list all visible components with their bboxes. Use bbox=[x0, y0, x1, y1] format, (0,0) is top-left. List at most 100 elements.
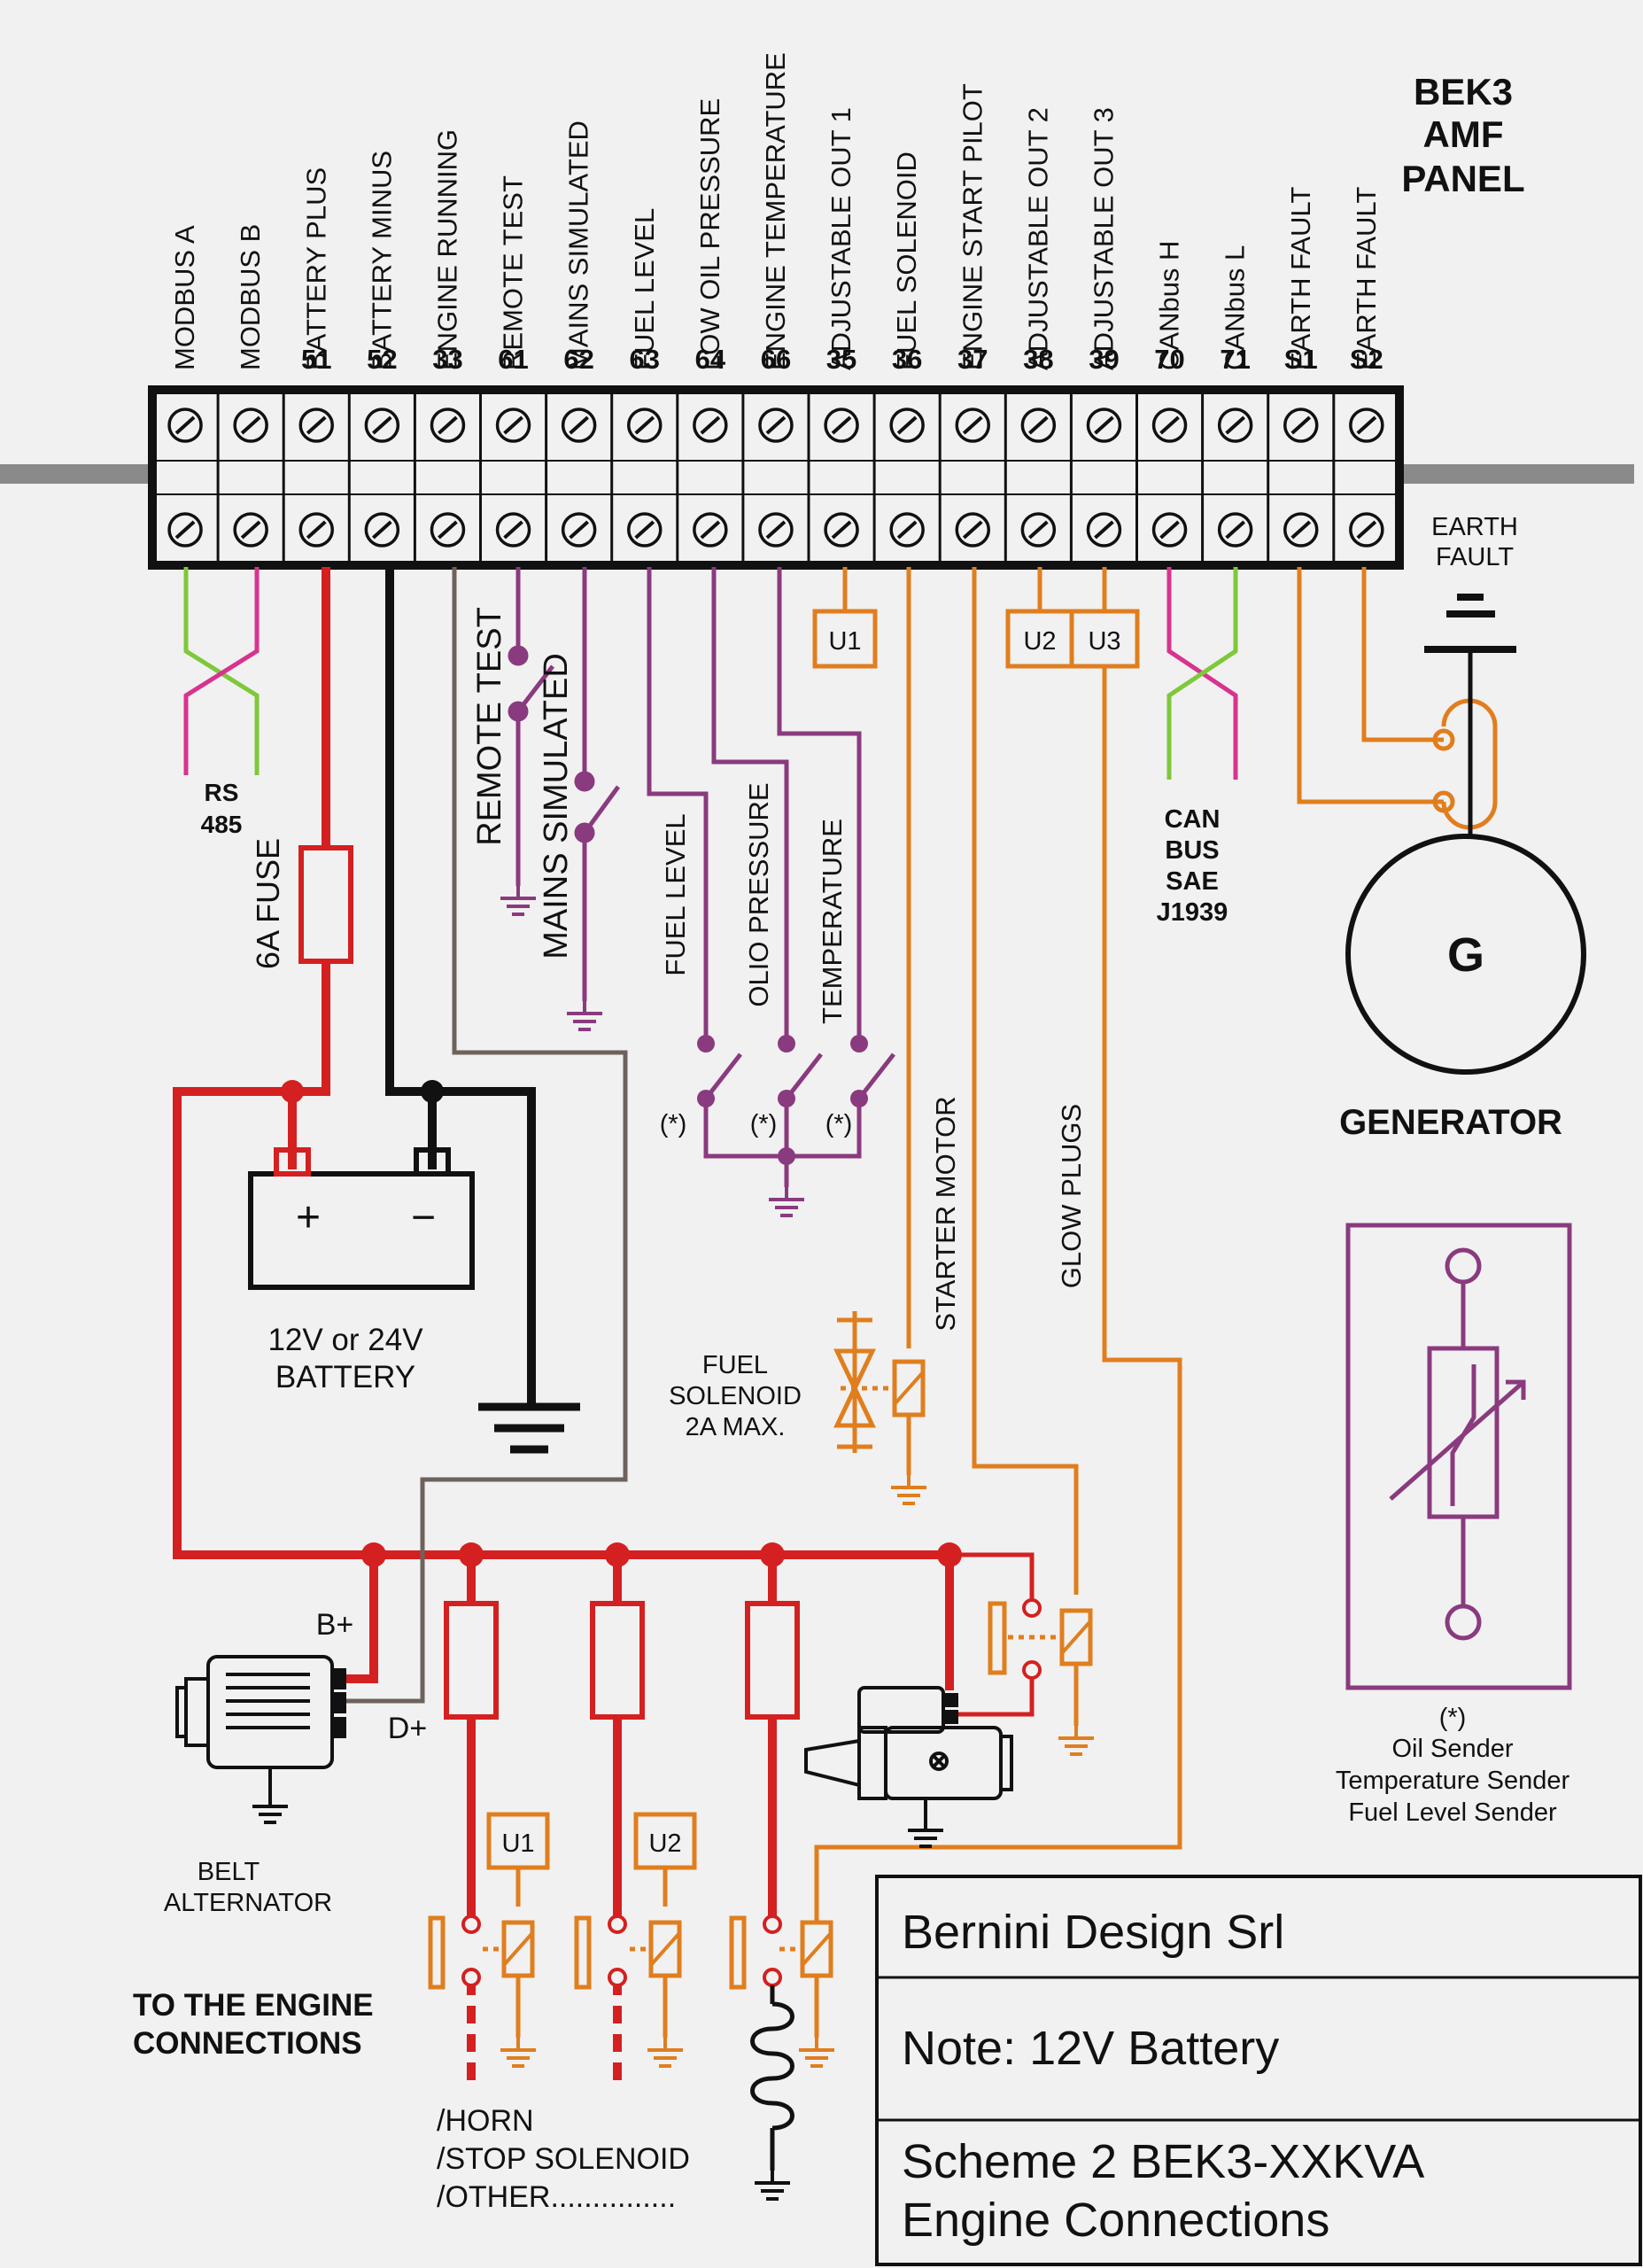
title-note: Note: 12V Battery bbox=[902, 2022, 1279, 2075]
terminal-screw bbox=[495, 408, 531, 443]
terminal-screw bbox=[298, 512, 335, 548]
fuel-solenoid-label: FUEL bbox=[702, 1351, 768, 1379]
contact bbox=[1022, 1660, 1042, 1680]
terminal-label: CANbus L bbox=[1220, 245, 1251, 370]
starter-motor-label: STARTER MOTOR bbox=[930, 1096, 961, 1331]
terminal-label: CANbus H bbox=[1154, 241, 1185, 370]
u3-label: U3 bbox=[1088, 627, 1120, 656]
panel-title-line: BEK3 bbox=[1414, 71, 1513, 113]
earth-fault-label: FAULT bbox=[1436, 543, 1514, 571]
terminal-number: 33 bbox=[432, 344, 462, 375]
terminal-number: 66 bbox=[761, 344, 791, 375]
terminal-label: REMOTE TEST bbox=[498, 175, 529, 370]
terminal-screw bbox=[495, 512, 531, 548]
sender-mark: (*) bbox=[750, 1110, 778, 1138]
output-fuses bbox=[444, 1601, 800, 1720]
terminal-label: ENGINE START PILOT bbox=[957, 83, 988, 370]
terminal-screw bbox=[1348, 512, 1384, 548]
sender-mark: (*) bbox=[825, 1110, 853, 1138]
fuel-level-label: FUEL LEVEL bbox=[660, 813, 691, 975]
terminal-label: ADJUSTABLE OUT 3 bbox=[1088, 107, 1119, 370]
sender-legend-text: Temperature Sender bbox=[1336, 1767, 1570, 1795]
sender-contacts bbox=[697, 1035, 868, 1165]
terminal-label: BATTERY PLUS bbox=[300, 167, 331, 370]
fuel-solenoid-label: SOLENOID bbox=[669, 1382, 802, 1410]
remote-test-switch bbox=[500, 567, 554, 914]
glow-plugs-label: GLOW PLUGS bbox=[1056, 1104, 1087, 1288]
terminal-number: 52 bbox=[367, 344, 397, 375]
generator-symbol-label: G bbox=[1447, 928, 1484, 982]
u1-label: U1 bbox=[828, 627, 861, 656]
engine-connections-label: CONNECTIONS bbox=[133, 2026, 362, 2061]
terminal-screw bbox=[824, 408, 860, 443]
battery-label: BATTERY bbox=[275, 1360, 415, 1394]
terminal-screw bbox=[692, 512, 728, 548]
terminal-number: 35 bbox=[826, 344, 856, 375]
sender-legend-text: Oil Sender bbox=[1391, 1735, 1513, 1763]
u1-box: U1 bbox=[812, 567, 878, 669]
terminal-screw bbox=[1086, 408, 1122, 443]
terminal-screw bbox=[626, 408, 663, 443]
terminal-screw bbox=[889, 512, 926, 548]
output-relays bbox=[428, 1812, 834, 2066]
terminal-label: LOW OIL PRESSURE bbox=[694, 98, 725, 370]
canbus-label: SAE bbox=[1166, 867, 1219, 896]
terminal-screw bbox=[1020, 408, 1057, 443]
relay-u2-label: U2 bbox=[648, 1829, 681, 1858]
battery-minus-wire bbox=[385, 567, 536, 1404]
temperature-label: TEMPERATURE bbox=[817, 819, 848, 1024]
output-label: /HORN bbox=[437, 2104, 534, 2138]
alternator-label: BELT bbox=[198, 1858, 260, 1886]
output-dashes bbox=[467, 1977, 622, 2091]
terminal-number: S1 bbox=[1284, 344, 1318, 375]
terminal-label: FUEL LEVEL bbox=[629, 208, 660, 370]
sender-legend-text: Fuel Level Sender bbox=[1348, 1798, 1557, 1827]
terminal-screw bbox=[233, 512, 269, 548]
terminal-screw bbox=[1283, 512, 1319, 548]
terminal-screw bbox=[824, 512, 860, 548]
alternator-d-plus: D+ bbox=[388, 1712, 427, 1745]
engine-connections-label: TO THE ENGINE bbox=[133, 1988, 374, 2023]
u2-label: U2 bbox=[1023, 627, 1056, 656]
terminal-number: 64 bbox=[695, 344, 726, 375]
terminal-screw bbox=[298, 408, 335, 443]
battery: + − bbox=[248, 1147, 475, 1290]
terminal-screw bbox=[1151, 512, 1188, 548]
terminal-number: 36 bbox=[892, 344, 922, 375]
panel-title: BEK3 AMF PANEL bbox=[1401, 71, 1524, 199]
terminal-number: S2 bbox=[1350, 344, 1383, 375]
terminal-label: FUEL SOLENOID bbox=[891, 151, 922, 370]
starter-control-wire bbox=[949, 1670, 1035, 1717]
terminal-screw bbox=[364, 408, 400, 443]
terminal-screw bbox=[364, 512, 400, 548]
title-block: Bernini Design Srl Note: 12V Battery Sch… bbox=[875, 1875, 1642, 2266]
terminal-label: MAINS SIMULATED bbox=[563, 120, 594, 370]
starter-control-wire bbox=[949, 1552, 1035, 1608]
terminal-screw bbox=[626, 512, 663, 548]
battery-plus-wire bbox=[173, 567, 954, 1922]
junction bbox=[281, 1080, 304, 1103]
battery-label: 12V or 24V bbox=[267, 1323, 423, 1357]
fuse-label: 6A FUSE bbox=[250, 838, 286, 969]
terminal-screw bbox=[167, 512, 204, 548]
terminal-number: 38 bbox=[1023, 344, 1053, 375]
mains-simulated-switch bbox=[567, 567, 621, 1029]
earth-fault-label: EARTH bbox=[1431, 513, 1518, 541]
terminal-label: ENGINE RUNNING bbox=[431, 129, 462, 370]
u2-u3-boxes bbox=[814, 567, 1182, 1922]
terminal-number: 61 bbox=[498, 344, 528, 375]
terminal-screw bbox=[955, 512, 991, 548]
panel-title-line: AMF bbox=[1423, 113, 1504, 155]
terminal-label: MODBUS B bbox=[235, 224, 266, 370]
earth-symbol bbox=[1424, 594, 1516, 835]
terminal-label: ADJUSTABLE OUT 1 bbox=[825, 107, 856, 370]
terminal-screw bbox=[233, 408, 269, 443]
terminal-label: BATTERY MINUS bbox=[366, 151, 397, 370]
sender-mark: (*) bbox=[660, 1110, 687, 1138]
relay-u1-label: U1 bbox=[501, 1829, 534, 1858]
contact bbox=[1022, 1598, 1042, 1618]
terminal-screw bbox=[167, 408, 204, 443]
terminal-label: MODBUS A bbox=[169, 225, 200, 370]
glow-plug-coil bbox=[750, 1985, 794, 2199]
